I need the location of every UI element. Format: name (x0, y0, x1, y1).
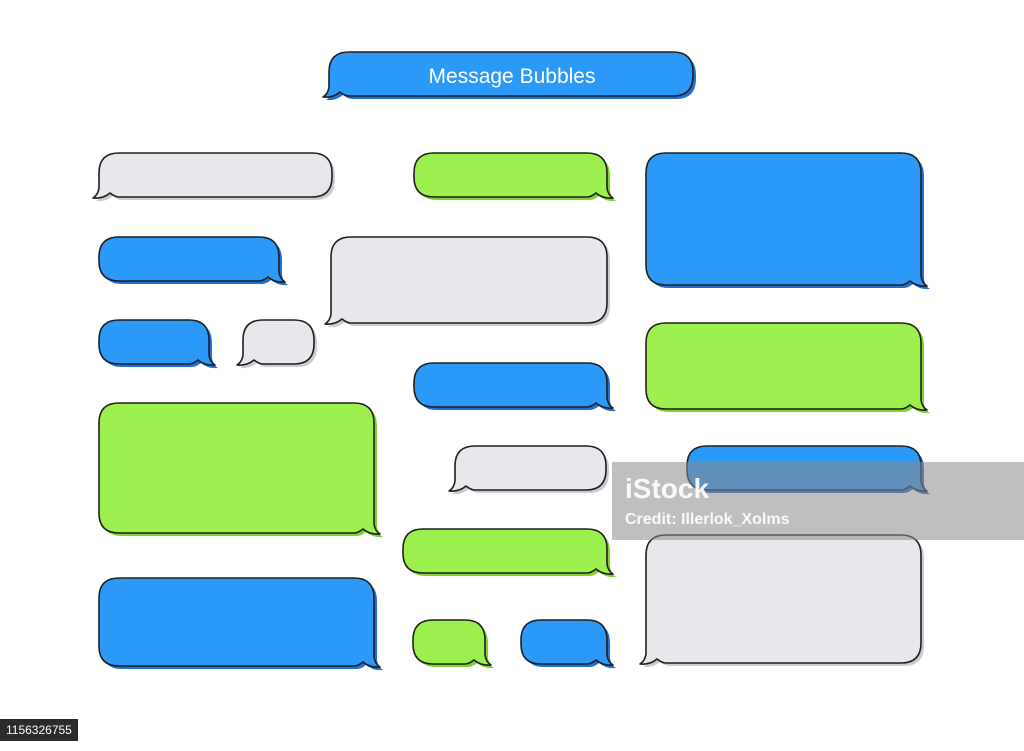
message-bubble-gray (92, 152, 335, 202)
message-bubble-green (98, 402, 383, 538)
bubble-body (236, 319, 315, 366)
message-bubble-blue (98, 577, 383, 671)
message-bubble-green (413, 152, 616, 202)
bubble-body (520, 619, 614, 666)
bubble-body (98, 236, 286, 283)
bubble-body (402, 528, 614, 575)
message-bubble-blue (98, 236, 288, 286)
title-label: Message Bubbles (429, 65, 596, 88)
bubble-body (98, 402, 381, 535)
watermark-credit: Credit: Illerlok_Xolms (625, 511, 790, 528)
watermark-band (612, 462, 1024, 540)
bubble-body (98, 577, 381, 668)
message-bubble-gray (639, 534, 924, 668)
message-bubble-blue (98, 319, 218, 369)
message-bubble-green (645, 322, 930, 414)
bubble-group (92, 51, 930, 671)
message-bubble-gray (324, 236, 610, 328)
message-bubble-gray (236, 319, 317, 369)
message-bubble-green (412, 619, 494, 669)
bubble-body (324, 236, 608, 325)
bubble-body (413, 152, 614, 199)
stock-id-label: 1156326755 (0, 719, 78, 741)
bubble-body (413, 362, 614, 409)
message-bubble-blue (645, 152, 930, 290)
message-bubble-blue (520, 619, 616, 669)
bubble-body (645, 322, 928, 411)
message-bubble-blue (413, 362, 616, 412)
bubble-body (639, 534, 922, 665)
bubble-body (645, 152, 928, 287)
message-bubble-gray (448, 445, 609, 495)
bubble-body (322, 51, 694, 98)
bubble-body (98, 319, 216, 366)
message-bubble-green (402, 528, 616, 578)
bubble-body (448, 445, 607, 492)
title-bubble (322, 51, 696, 101)
watermark-brand: iStock (625, 473, 709, 504)
watermark: iStock Credit: Illerlok_Xolms (612, 462, 1024, 540)
bubble-body (412, 619, 492, 666)
bubble-body (92, 152, 333, 199)
